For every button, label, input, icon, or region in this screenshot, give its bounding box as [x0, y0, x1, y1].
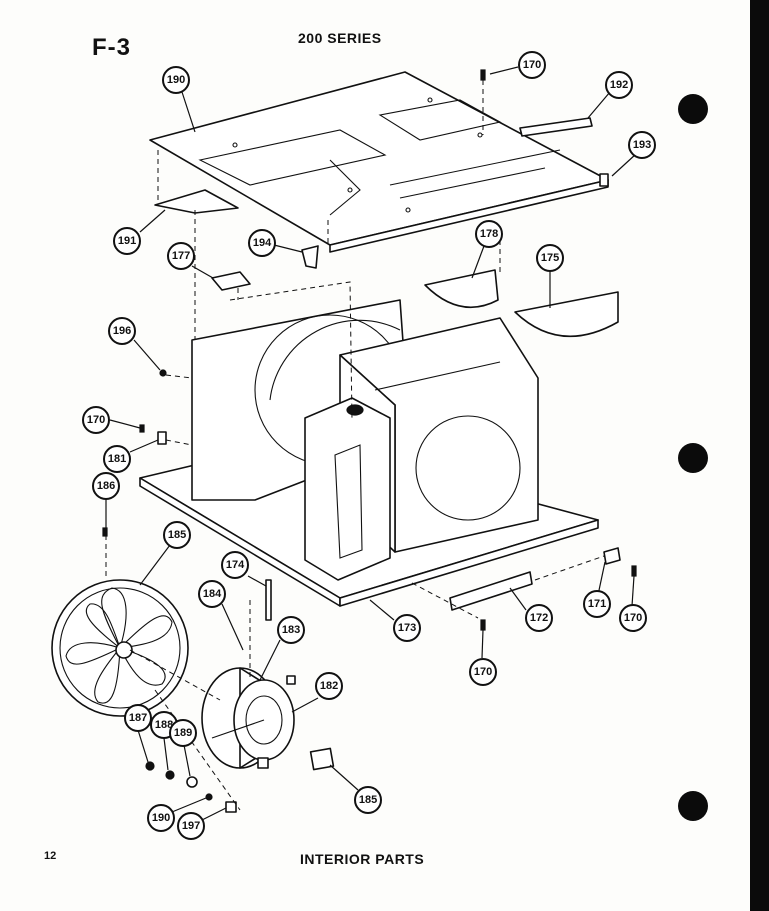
punch-hole-bottom — [678, 791, 708, 821]
screw-170a-part — [480, 69, 486, 81]
orifice-panel — [304, 397, 391, 581]
callout-184: 184 — [198, 580, 226, 608]
svg-text:171: 171 — [588, 598, 606, 610]
nut-187-part — [145, 761, 155, 771]
screw-170c-part — [480, 619, 486, 631]
callout-190: 190 — [162, 66, 190, 94]
callout-187: 187 — [124, 704, 152, 732]
svg-text:190: 190 — [152, 812, 170, 824]
svg-text:187: 187 — [129, 712, 147, 724]
clip-181-part — [157, 431, 167, 445]
screw-186-part — [102, 527, 108, 537]
svg-text:191: 191 — [118, 235, 136, 247]
rod-174-part — [265, 579, 272, 621]
callout-178: 178 — [475, 220, 503, 248]
fan-motor — [201, 667, 296, 769]
punch-hole-top — [678, 94, 708, 124]
screw-170b-part — [139, 424, 145, 433]
motor-pad-part — [309, 747, 335, 771]
callout-171: 171 — [583, 590, 611, 618]
svg-text:178: 178 — [480, 228, 498, 240]
callout-185-fan: 185 — [163, 521, 191, 549]
svg-text:193: 193 — [633, 139, 651, 151]
svg-text:192: 192 — [610, 79, 628, 91]
exploded-parts-diagram: 190 170 192 193 191 194 177 178 175 196 … — [51, 51, 656, 840]
svg-text:197: 197 — [182, 820, 200, 832]
svg-text:185: 185 — [168, 529, 186, 541]
callout-189: 189 — [169, 719, 197, 747]
svg-text:185: 185 — [359, 794, 377, 806]
callout-186: 186 — [92, 472, 120, 500]
callout-170-left: 170 — [82, 406, 110, 434]
callout-170-right: 170 — [619, 604, 647, 632]
callout-177: 177 — [167, 242, 195, 270]
rear-brace-part — [449, 571, 533, 611]
nut-197-part — [225, 801, 237, 813]
svg-text:181: 181 — [108, 453, 126, 465]
svg-text:170: 170 — [87, 414, 105, 426]
svg-text:184: 184 — [203, 588, 222, 600]
svg-text:190: 190 — [167, 74, 185, 86]
callout-170-bottom: 170 — [469, 658, 497, 686]
section-title: INTERIOR PARTS — [300, 851, 425, 867]
svg-text:189: 189 — [174, 727, 192, 739]
svg-text:177: 177 — [172, 250, 190, 262]
svg-text:188: 188 — [155, 719, 173, 731]
leader-lines — [105, 66, 637, 821]
callout-181: 181 — [103, 445, 131, 473]
svg-text:196: 196 — [113, 325, 131, 337]
callout-175: 175 — [536, 244, 564, 272]
washer-188-part — [165, 770, 175, 780]
svg-text:173: 173 — [398, 622, 416, 634]
svg-text:172: 172 — [530, 612, 548, 624]
svg-text:170: 170 — [624, 612, 642, 624]
washer-189-part — [186, 776, 198, 788]
callout-174: 174 — [221, 551, 249, 579]
callout-197: 197 — [177, 812, 205, 840]
callout-194: 194 — [248, 229, 276, 257]
callout-185-pad: 185 — [354, 786, 382, 814]
svg-text:174: 174 — [226, 559, 245, 571]
washer-196-part — [159, 369, 167, 377]
bracket-171-part — [603, 547, 621, 565]
callout-192: 192 — [605, 71, 633, 99]
callout-172: 172 — [525, 604, 553, 632]
pad-177-part — [211, 271, 251, 291]
screw-170d-part — [631, 565, 637, 577]
callout-183: 183 — [277, 616, 305, 644]
svg-text:175: 175 — [541, 252, 559, 264]
svg-text:186: 186 — [97, 480, 115, 492]
binding-edge — [750, 0, 769, 911]
callout-173: 173 — [393, 614, 421, 642]
front-trim-part — [154, 189, 239, 214]
fan-blade — [51, 579, 189, 717]
callout-193: 193 — [628, 131, 656, 159]
seal-175-part — [514, 291, 619, 338]
assembly-lines — [105, 80, 605, 811]
callout-191: 191 — [113, 227, 141, 255]
top-bracket-part — [519, 117, 593, 137]
washer-190b-part — [205, 793, 213, 801]
page-number: 12 — [44, 850, 57, 862]
callout-190-washer: 190 — [147, 804, 175, 832]
svg-text:170: 170 — [523, 59, 541, 71]
seal-178-part — [424, 269, 499, 308]
svg-text:170: 170 — [474, 666, 492, 678]
side-clip-part — [599, 173, 609, 187]
punch-hole-middle — [678, 443, 708, 473]
svg-text:194: 194 — [253, 237, 272, 249]
callout-170-top: 170 — [518, 51, 546, 79]
top-cover-panel — [149, 71, 609, 253]
series-title: 200 SERIES — [298, 30, 382, 46]
callout-196: 196 — [108, 317, 136, 345]
figure-id: F-3 — [92, 34, 131, 61]
clip-194-part — [301, 245, 319, 269]
svg-text:182: 182 — [320, 680, 338, 692]
callout-182: 182 — [315, 672, 343, 700]
svg-text:183: 183 — [282, 624, 300, 636]
